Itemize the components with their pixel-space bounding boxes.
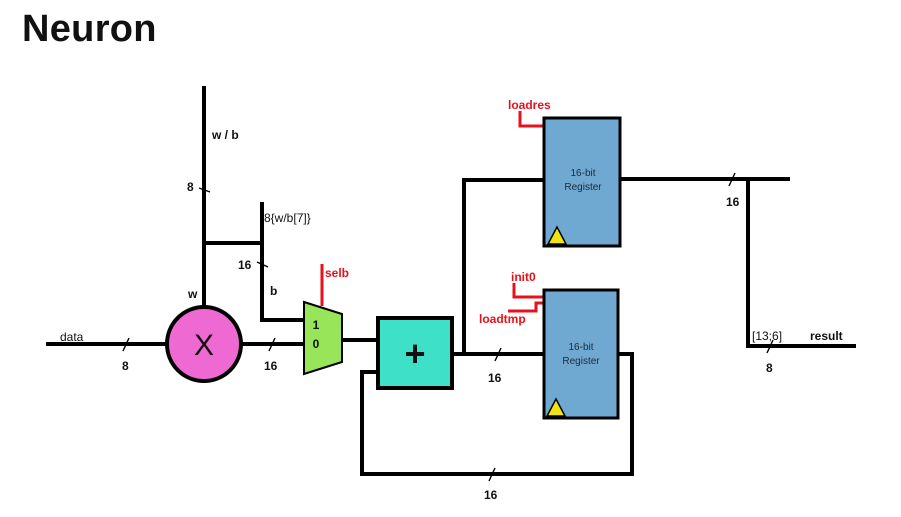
tick-b [256,261,269,268]
tick-wb [198,187,211,193]
label-feedback-width: 16 [484,488,498,502]
tick-data [122,337,130,352]
adder-block: + [376,316,454,390]
label-b-width: 16 [238,258,252,272]
label-wb-width: 8 [187,180,194,194]
label-result-width: 8 [766,361,773,375]
wire-loadres [518,111,544,128]
control-wires [320,111,544,313]
label-mult-out-width: 16 [264,359,278,373]
label-data: data [60,330,84,344]
mux-input-1-label: 1 [313,318,320,332]
tmp-register-label: Register [562,356,600,367]
wire-init0 [512,283,544,299]
label-loadtmp: loadtmp [479,312,526,326]
result-register-width: 16-bit [570,168,595,179]
multiplier-symbol: X [194,329,214,362]
tick-adder-out [494,347,502,362]
label-selb: selb [325,266,349,280]
mux-block: 1 0 [303,300,343,376]
multiplier-block: X [165,305,243,383]
signal-labels: data 8 w / b 8 8{w/b[7]} 16 b w 16 selb … [60,98,843,502]
label-w: w [187,287,198,301]
result-register-clock-icon [546,225,568,245]
label-reg-out-width: 16 [726,195,740,209]
label-b: b [270,284,277,298]
result-register-label: Register [564,182,602,193]
tmp-register: 16-bit Register [542,288,620,420]
label-wb: w / b [211,128,239,142]
tick-feedback [488,467,496,482]
tmp-register-width: 16-bit [568,342,593,353]
tmp-register-clock-icon [545,397,567,417]
result-register: 16-bit Register [542,116,622,248]
label-data-width: 8 [122,359,129,373]
wires [46,86,856,476]
label-sign-ext: 8{w/b[7]} [264,211,311,225]
label-init0: init0 [511,270,536,284]
tick-reg-out [728,172,736,187]
label-loadres: loadres [508,98,551,112]
mux-input-0-label: 0 [313,337,320,351]
slide-title: Neuron [22,8,157,50]
tick-result [766,339,774,354]
wire-loadtmp [508,301,544,313]
label-result: result [810,329,843,343]
label-adder-out-width: 16 [488,371,502,385]
adder-symbol: + [404,333,425,374]
label-slice: [13;6] [752,329,782,343]
width-ticks [122,172,774,482]
tick-mult-out [268,337,276,352]
